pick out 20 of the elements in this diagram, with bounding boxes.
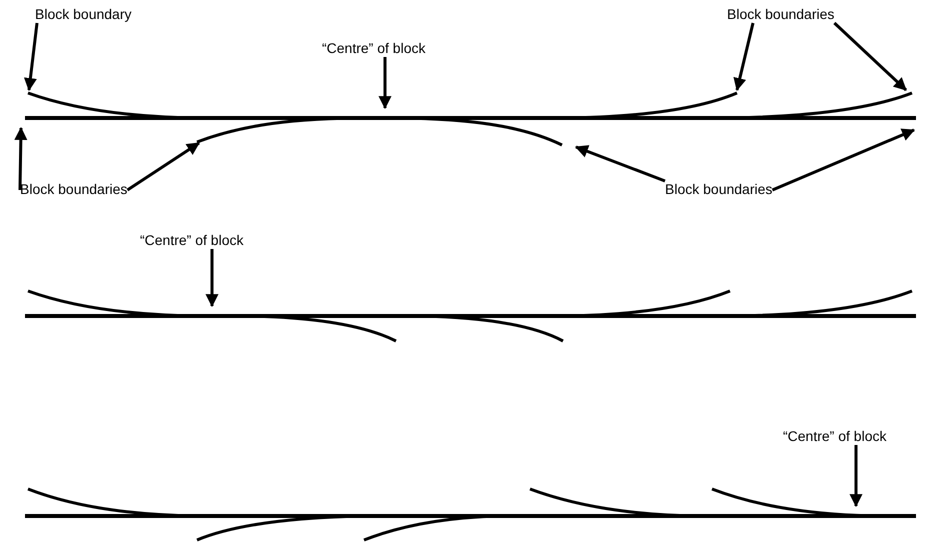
leader-arrow (378, 57, 392, 110)
callout-text: Block boundaries (727, 6, 834, 23)
leader-arrow (206, 249, 218, 308)
leader-arrow (733, 22, 754, 92)
callout-text: “Centre” of block (783, 428, 886, 445)
callout-text: “Centre” of block (140, 232, 244, 249)
leader-arrow (575, 145, 666, 182)
callout-text: Block boundary (35, 6, 132, 23)
leader-arrow (126, 142, 200, 192)
leader-arrow (14, 126, 28, 190)
leader-arrow (850, 445, 862, 508)
leader-arrow (24, 22, 38, 92)
leader-arrow (833, 22, 908, 92)
strand-drawing (25, 488, 916, 542)
callout-text: Block boundaries (20, 181, 128, 198)
strand-drawing (25, 92, 916, 146)
leader-arrow (772, 128, 915, 192)
callout-text: “Centre” of block (322, 40, 426, 57)
strand-drawing (25, 290, 916, 342)
callout-text: Block boundaries (665, 181, 772, 198)
